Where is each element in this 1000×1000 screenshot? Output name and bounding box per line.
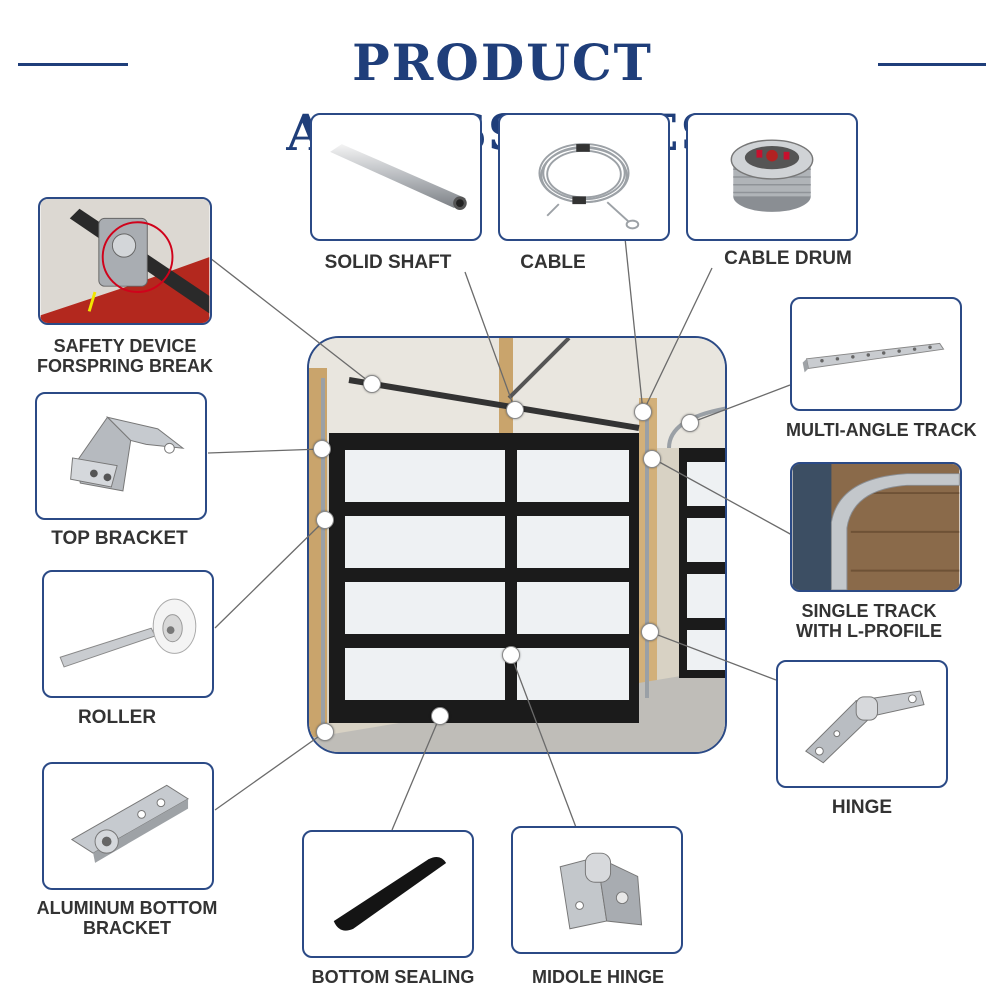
callout-dot-hinge [641, 623, 659, 641]
roller-label: ROLLER [77, 707, 157, 728]
callout-dot-roller [316, 511, 334, 529]
hinge-icon [805, 690, 925, 764]
safety-device-label-line2: FORSPRING BREAK [37, 356, 214, 376]
safety-device-card [38, 197, 212, 325]
bottom-sealing-icon [333, 856, 447, 931]
bottom-bracket-icon [70, 784, 189, 863]
hinge-label: HINGE [831, 797, 893, 818]
top-bracket-icon [70, 416, 185, 492]
middle-hinge-card [511, 826, 683, 954]
top-bracket-label: TOP BRACKET [51, 528, 188, 549]
garage-door-photo [307, 336, 727, 754]
hinge-card [776, 660, 948, 788]
bottom-bracket-label-line1: ALUMINUM BOTTOM [36, 898, 218, 918]
solid-shaft-card [310, 113, 482, 241]
cable-card [498, 113, 670, 241]
middle-hinge-label: MIDOLE HINGE [531, 967, 664, 987]
roller-icon [59, 598, 197, 668]
top-bracket-card [35, 392, 207, 520]
bottom-sealing-card [302, 830, 474, 958]
callout-dot-single-track [643, 450, 661, 468]
title-rule-right [878, 63, 986, 66]
callout-dot-top-bracket [313, 440, 331, 458]
cable-drum-card [686, 113, 858, 241]
callout-dot-middle-hinge [502, 646, 520, 664]
safety-device-label-line1: SAFETY DEVICE [53, 336, 197, 356]
callout-dot-safety-device [363, 375, 381, 393]
solid-shaft-label: SOLID SHAFT [324, 252, 452, 273]
callout-dot-bottom-bracket [316, 723, 334, 741]
callout-dot-bottom-sealing [431, 707, 449, 725]
bottom-bracket-card [42, 762, 214, 890]
cable-label: CABLE [520, 252, 586, 273]
solid-shaft-icon [330, 144, 467, 210]
single-track-icon [792, 464, 960, 590]
cable-icon [538, 143, 640, 230]
single-track-card [790, 462, 962, 592]
callout-dot-multi-angle-track [681, 414, 699, 432]
safety-device-icon [40, 199, 210, 323]
bottom-bracket-label-line2: BRACKET [83, 918, 171, 938]
multi-angle-track-card [790, 297, 962, 411]
roller-card [42, 570, 214, 698]
cable-drum-label: CABLE DRUM [724, 248, 852, 269]
callout-dot-cable [634, 403, 652, 421]
multi-angle-track-icon [802, 342, 945, 373]
bottom-sealing-label: BOTTOM SEALING [311, 967, 475, 987]
callout-dot-solid-shaft [506, 401, 524, 419]
single-track-label-line2: WITH L-PROFILE [796, 621, 942, 641]
multi-angle-track-label: MULTI-ANGLE TRACK [786, 420, 977, 440]
middle-hinge-icon [559, 852, 643, 930]
single-track-label-line1: SINGLE TRACK [801, 601, 937, 621]
title-rule-left [18, 63, 128, 66]
cable-drum-icon [730, 139, 814, 212]
